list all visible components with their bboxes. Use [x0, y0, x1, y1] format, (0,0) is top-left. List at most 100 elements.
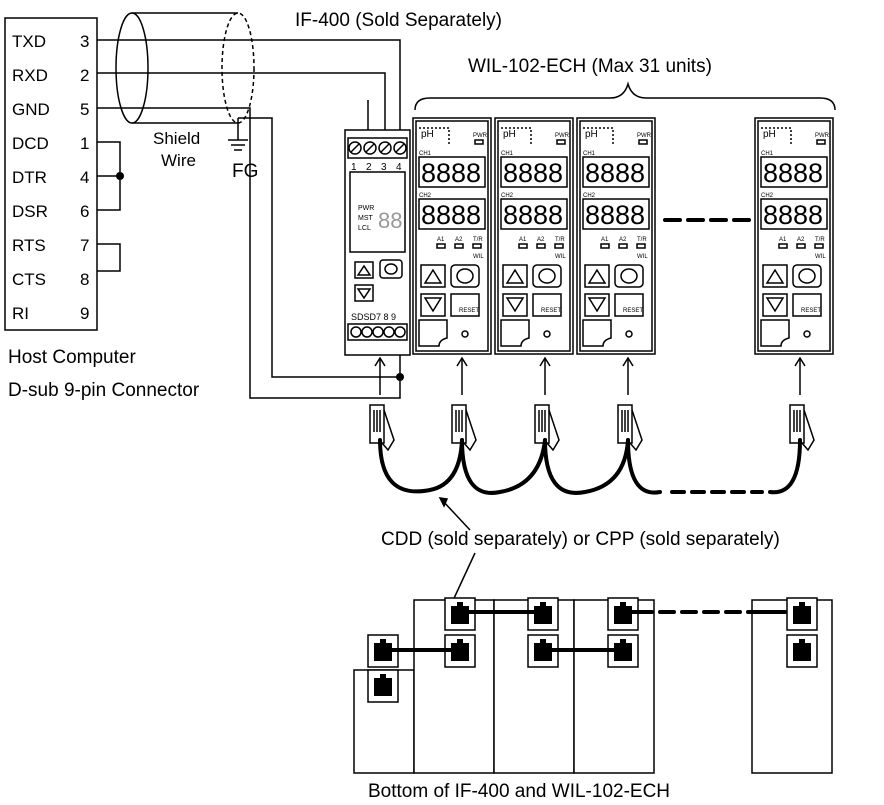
pin-number: 5 — [80, 100, 89, 119]
loopback-wiring — [97, 141, 124, 272]
wil-brace — [414, 81, 836, 111]
ch2-label: CH2 — [501, 193, 514, 199]
reset-label: RESET — [459, 308, 479, 314]
bottom-view — [353, 597, 833, 774]
pin-name: DSR — [12, 202, 48, 221]
modular-jack — [367, 634, 399, 668]
ch2-display: 8888 — [421, 200, 481, 230]
up-button[interactable] — [584, 264, 610, 288]
pin-name: DCD — [12, 134, 49, 153]
if400-terminal-number: 3 — [381, 162, 387, 173]
cable-arrows — [374, 356, 806, 395]
led-label: A2 — [537, 237, 545, 243]
led-label: A1 — [437, 237, 445, 243]
ch2-display: 8888 — [585, 200, 645, 230]
pwr-label: PWR — [473, 133, 488, 139]
pin-number: 7 — [80, 236, 89, 255]
mode-button[interactable] — [532, 264, 562, 288]
host-caption-2: D-sub 9-pin Connector — [8, 380, 200, 401]
mode-button[interactable] — [614, 264, 644, 288]
pin-name: RXD — [12, 66, 48, 85]
led-label: A1 — [601, 237, 609, 243]
bottom-caption: Bottom of IF-400 and WIL-102-ECH — [368, 781, 670, 802]
modular-jack — [786, 634, 818, 668]
reset-label: RESET — [623, 308, 643, 314]
led-label: T/R — [815, 237, 825, 243]
led-label: A2 — [797, 237, 805, 243]
pin-name: DTR — [12, 168, 47, 187]
ch1-display: 8888 — [421, 158, 481, 188]
down-button[interactable] — [420, 293, 446, 317]
ph-label: pH — [585, 129, 598, 140]
modular-plug — [789, 404, 815, 452]
ch2-label: CH2 — [761, 193, 774, 199]
ch1-label: CH1 — [501, 151, 514, 157]
up-button[interactable] — [502, 264, 528, 288]
mode-button[interactable] — [792, 264, 822, 288]
pin-name: CTS — [12, 270, 46, 289]
set-reset-button[interactable] — [792, 293, 822, 317]
if400-mode-button[interactable] — [379, 259, 403, 279]
pin-number: 3 — [80, 32, 89, 51]
ch1-label: CH1 — [761, 151, 774, 157]
if400-led-lcl: LCL — [358, 225, 371, 232]
pin-name: TXD — [12, 32, 46, 51]
led-label: A1 — [779, 237, 787, 243]
pin-number: 9 — [80, 304, 89, 323]
up-button[interactable] — [762, 264, 788, 288]
set-reset-button[interactable] — [614, 293, 644, 317]
pin-number: 6 — [80, 202, 89, 221]
brand-label: WIL — [637, 254, 648, 260]
if400-bottom-terms: SDSD7 8 9 — [351, 312, 396, 322]
ch1-display: 8888 — [585, 158, 645, 188]
ch2-label: CH2 — [419, 193, 432, 199]
pwr-label: PWR — [637, 133, 652, 139]
wil-callout: WIL-102-ECH (Max 31 units) — [468, 56, 712, 77]
ph-label: pH — [421, 129, 434, 140]
pin-name: RTS — [12, 236, 46, 255]
led-label: T/R — [473, 237, 483, 243]
ch2-label: CH2 — [583, 193, 596, 199]
connector-box — [4, 17, 98, 331]
set-reset-button[interactable] — [532, 293, 562, 317]
shield-label-2: Wire — [161, 151, 196, 170]
led-label: T/R — [637, 237, 647, 243]
down-button[interactable] — [762, 293, 788, 317]
modular-jack — [607, 597, 639, 631]
set-reset-button[interactable] — [450, 293, 480, 317]
brand-label: WIL — [473, 254, 484, 260]
brand-label: WIL — [555, 254, 566, 260]
ch2-display: 8888 — [503, 200, 563, 230]
led-label: T/R — [555, 237, 565, 243]
pin-name: GND — [12, 100, 50, 119]
if400-terminal-number: 4 — [396, 162, 402, 173]
ch1-display: 8888 — [763, 158, 823, 188]
mode-button[interactable] — [450, 264, 480, 288]
if400-callout: IF-400 (Sold Separately) — [295, 10, 502, 31]
pin-number: 4 — [80, 168, 89, 187]
shield-label-1: Shield — [153, 129, 200, 148]
ph-label: pH — [503, 129, 516, 140]
ch2-display: 8888 — [763, 200, 823, 230]
down-button[interactable] — [584, 293, 610, 317]
wil-units: pHPWRCH18888CH28888A1A2T/RWILSETRESETpHP… — [412, 117, 834, 355]
brand-label: WIL — [815, 254, 826, 260]
if400-led-mst: MST — [358, 215, 374, 222]
ph-label: pH — [763, 129, 776, 140]
shield-wire — [115, 12, 255, 151]
led-label: A2 — [455, 237, 463, 243]
led-label: A2 — [619, 237, 627, 243]
down-button[interactable] — [502, 293, 528, 317]
modular-plug — [451, 404, 477, 452]
modular-jack — [786, 597, 818, 631]
ch1-label: CH1 — [419, 151, 432, 157]
up-button[interactable] — [420, 264, 446, 288]
if400-display: 88 — [378, 208, 402, 233]
